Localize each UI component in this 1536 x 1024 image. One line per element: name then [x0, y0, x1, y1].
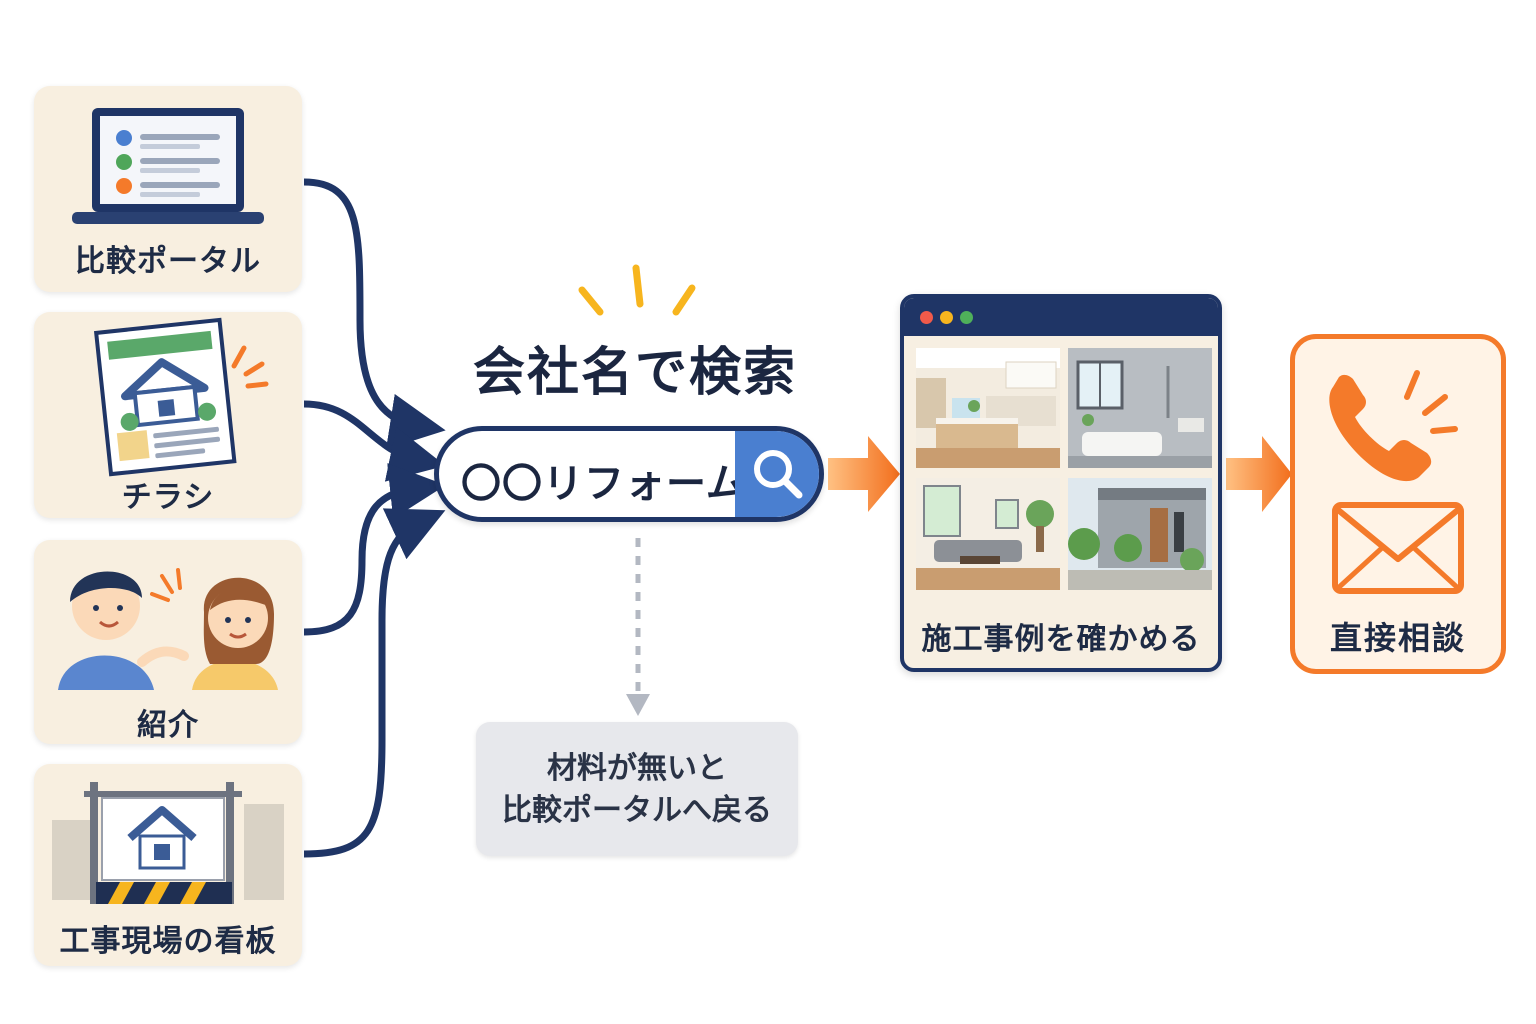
source-label-referral: 紹介	[137, 708, 199, 743]
connector-referral	[303, 463, 446, 636]
contact-card: 直接相談	[1290, 334, 1506, 674]
photo-kitchen	[916, 348, 1060, 468]
search-heading: 会社名で検索	[472, 343, 797, 403]
photo-bathroom	[1068, 348, 1212, 468]
connector-portal	[303, 178, 446, 450]
sparkle-icon	[578, 264, 696, 316]
envelope-icon	[1332, 502, 1464, 594]
photo-exterior	[1068, 478, 1212, 590]
two-people-talking-icon	[58, 568, 278, 690]
source-card-flyer: チラシ	[34, 312, 302, 518]
source-card-signboard: 工事現場の看板	[34, 764, 302, 966]
fallback-line-1: 材料が無いと	[547, 751, 727, 786]
connector-signboard	[303, 508, 446, 858]
connector-flyer	[303, 400, 446, 482]
source-label-portal: 比較ポータル	[75, 244, 261, 279]
orange-arrow-to-contact	[1226, 436, 1292, 512]
source-label-flyer: チラシ	[121, 480, 215, 515]
browser-title-bar	[904, 298, 1218, 336]
window-close-dot	[920, 311, 933, 324]
orange-arrow-to-cases	[828, 436, 900, 512]
laptop-list-icon	[72, 108, 264, 224]
source-label-signboard: 工事現場の看板	[59, 924, 277, 959]
fallback-line-2: 比較ポータルへ戻る	[502, 793, 772, 828]
source-card-portal: 比較ポータル	[34, 86, 302, 292]
source-card-referral: 紹介	[34, 540, 302, 744]
window-maximize-dot	[960, 311, 973, 324]
search-query[interactable]: 〇〇リフォーム	[461, 461, 747, 507]
contact-label: 直接相談	[1329, 619, 1466, 657]
search-bar[interactable]: 〇〇リフォーム	[434, 426, 824, 522]
window-minimize-dot	[940, 311, 953, 324]
fallback-arrow-head	[626, 694, 650, 716]
search-button[interactable]	[735, 431, 819, 517]
search-icon	[754, 450, 803, 499]
photo-living-room	[916, 478, 1060, 590]
phone-icon	[1329, 370, 1458, 482]
flyer-house-icon	[93, 317, 269, 477]
cases-browser-window: 施工事例を確かめる	[900, 294, 1222, 672]
fallback-box: 材料が無いと 比較ポータルへ戻る	[476, 722, 798, 856]
construction-sign-icon	[52, 782, 284, 904]
contact-icons	[1329, 370, 1464, 594]
cases-caption: 施工事例を確かめる	[921, 622, 1201, 657]
